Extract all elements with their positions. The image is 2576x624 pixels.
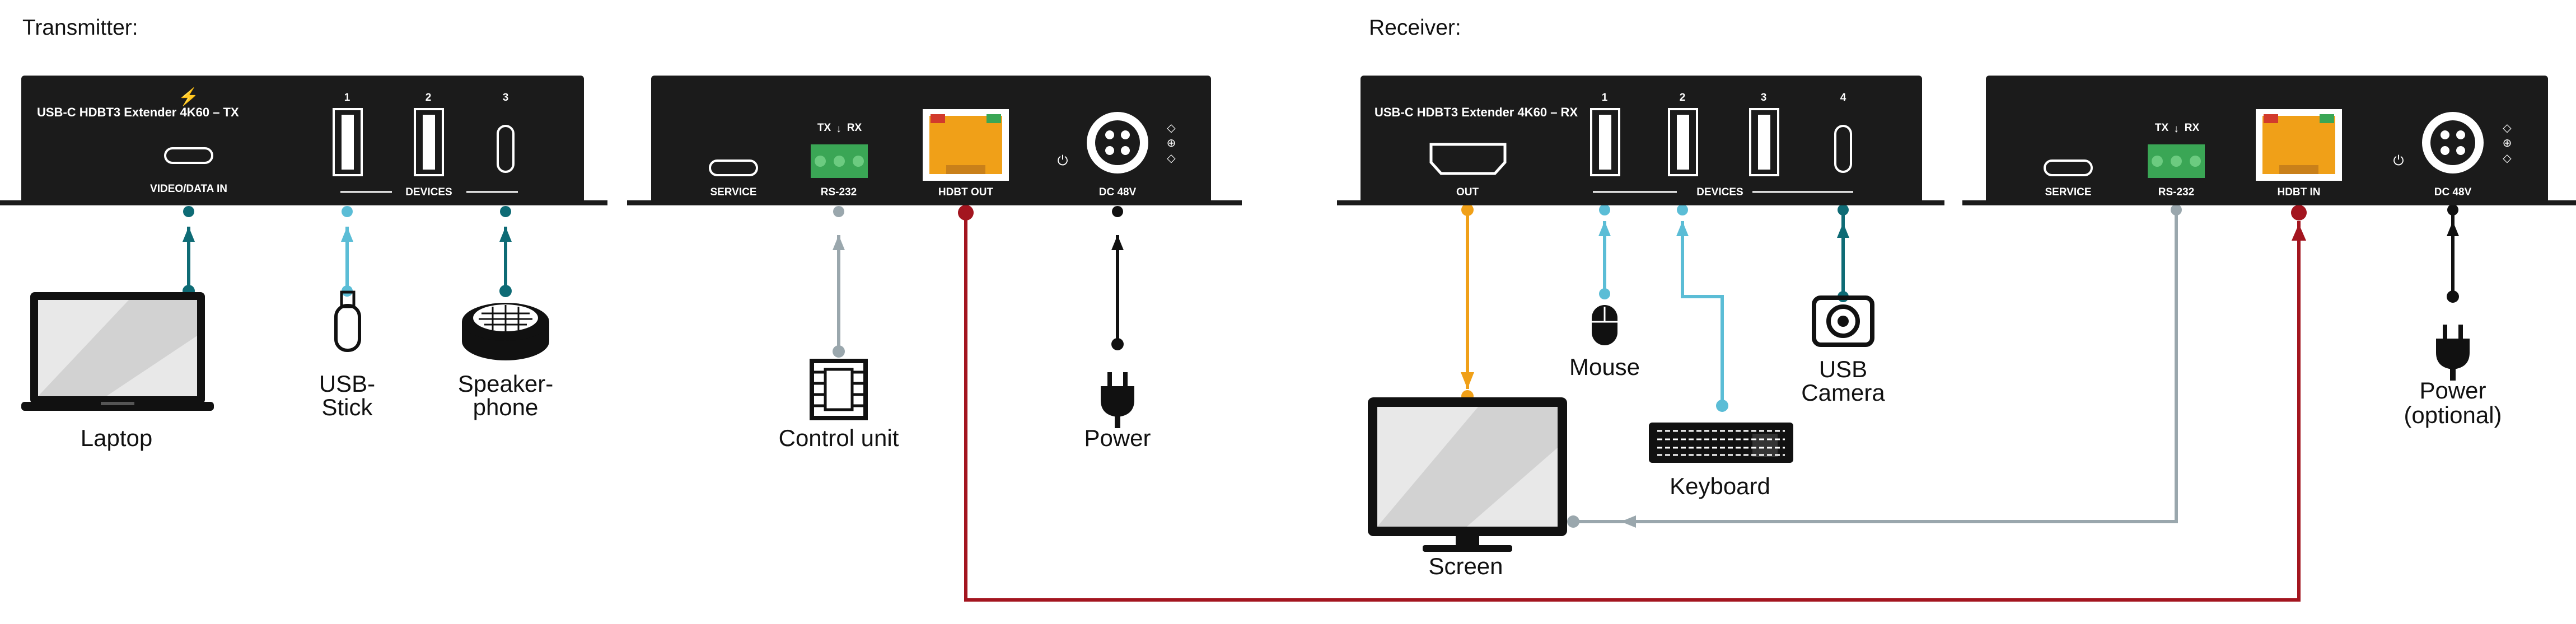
power-optional-label-line1: Power bbox=[2419, 377, 2486, 404]
hdbt-in-port: HDBT IN bbox=[2256, 109, 2342, 198]
usb-stick-label-line1: USB- bbox=[319, 370, 375, 397]
svg-text:4: 4 bbox=[1840, 92, 1846, 104]
svg-text:RS-232: RS-232 bbox=[821, 186, 857, 198]
rx-usb-a-port-1: 1 bbox=[1590, 92, 1620, 176]
svg-text:2: 2 bbox=[426, 92, 432, 104]
usb-c-video-port: ⚡ VIDEO/DATA IN bbox=[150, 87, 227, 195]
svg-text:⏻: ⏻ bbox=[1058, 153, 1068, 168]
mouse-icon bbox=[1592, 305, 1617, 345]
dc48v-port-rx: DC 48V ⏻ ◇ ⊕ ◇ bbox=[2393, 112, 2512, 198]
dc48v-port-tx: DC 48V ⏻ ◇ ⊕ ◇ bbox=[1058, 112, 1176, 198]
tx-device-title: USB-C HDBT3 Extender 4K60 – TX bbox=[37, 105, 239, 119]
mouse-label: Mouse bbox=[1569, 354, 1640, 380]
cable-hdbt-link bbox=[964, 215, 2301, 602]
keyboard-icon bbox=[1649, 423, 1793, 463]
svg-text:◇: ◇ bbox=[2503, 152, 2512, 165]
cable-keyboard bbox=[1681, 221, 1724, 406]
svg-text:3: 3 bbox=[1761, 92, 1767, 104]
svg-text:DC 48V: DC 48V bbox=[2434, 186, 2472, 198]
usb-stick-icon bbox=[334, 290, 361, 352]
power-optional-label-line2: (optional) bbox=[2404, 402, 2502, 428]
speakerphone-icon bbox=[462, 303, 549, 360]
service-port-tx: SERVICE bbox=[709, 159, 758, 198]
hdmi-out-port: OUT bbox=[1429, 143, 1507, 198]
svg-text:TX: TX bbox=[2155, 122, 2169, 134]
usb-stick-label-line2: Stick bbox=[321, 394, 373, 420]
svg-text:⊕: ⊕ bbox=[1167, 137, 1176, 149]
laptop-label: Laptop bbox=[81, 425, 152, 451]
svg-text:↓: ↓ bbox=[836, 123, 841, 135]
svg-text:VIDEO/DATA IN: VIDEO/DATA IN bbox=[150, 183, 227, 195]
rx-usb-a-port-3: 3 bbox=[1749, 92, 1779, 176]
control-unit-icon bbox=[810, 359, 868, 420]
rx-usb-a-port-2: 2 bbox=[1668, 92, 1698, 176]
rx-usb-c-port-4: 4 bbox=[1834, 92, 1852, 173]
tx-front-panel: USB-C HDBT3 Extender 4K60 – TX ⚡ VIDEO/D… bbox=[0, 76, 607, 205]
control-unit-label: Control unit bbox=[779, 425, 899, 451]
svg-text:1: 1 bbox=[344, 92, 350, 104]
svg-text:2: 2 bbox=[1680, 92, 1686, 104]
rx-front-panel: USB-C HDBT3 Extender 4K60 – RX OUT 1 2 3… bbox=[1337, 76, 1944, 205]
receiver-heading: Receiver: bbox=[1369, 16, 1461, 40]
transmitter-heading: Transmitter: bbox=[22, 16, 138, 40]
svg-text:⚡: ⚡ bbox=[178, 87, 199, 107]
speakerphone-label-line2: phone bbox=[473, 394, 539, 420]
svg-text:OUT: OUT bbox=[1456, 186, 1479, 198]
speakerphone-label-line1: Speaker- bbox=[458, 370, 553, 397]
screen-icon bbox=[1368, 397, 1567, 552]
rs232-terminal-rx: TX ↓ RX RS-232 bbox=[2148, 122, 2205, 198]
svg-text:SERVICE: SERVICE bbox=[2045, 186, 2091, 198]
svg-text:↓: ↓ bbox=[2173, 123, 2179, 135]
svg-text:1: 1 bbox=[1602, 92, 1608, 104]
svg-text:RX: RX bbox=[2185, 122, 2200, 134]
usb-camera-label-line1: USB bbox=[1819, 356, 1867, 382]
svg-text:RX: RX bbox=[847, 122, 862, 134]
rx-device-title: USB-C HDBT3 Extender 4K60 – RX bbox=[1375, 105, 1578, 119]
usb-a-port-1: 1 bbox=[333, 92, 363, 176]
svg-text:◇: ◇ bbox=[1167, 152, 1176, 165]
usb-c-port-3: 3 bbox=[497, 92, 515, 173]
rs232-terminal-tx: TX ↓ RX RS-232 bbox=[811, 122, 868, 198]
keyboard-label: Keyboard bbox=[1670, 473, 1770, 499]
power-label-tx: Power bbox=[1084, 425, 1151, 451]
tx-back-panel: SERVICE TX ↓ RX RS-232 HDBT OUT bbox=[627, 76, 1242, 205]
laptop-icon bbox=[21, 292, 214, 411]
svg-text:SERVICE: SERVICE bbox=[710, 186, 756, 198]
cable-rs232-screen bbox=[1573, 210, 2178, 523]
svg-text:3: 3 bbox=[503, 92, 509, 104]
svg-text:DC 48V: DC 48V bbox=[1099, 186, 1137, 198]
svg-text:◇: ◇ bbox=[2503, 122, 2512, 134]
hdbt-out-port: HDBT OUT bbox=[923, 109, 1009, 198]
cable-markers bbox=[183, 204, 2459, 528]
usb-camera-icon bbox=[1812, 295, 1874, 347]
svg-text:DEVICES: DEVICES bbox=[405, 186, 452, 198]
svg-text:RS-232: RS-232 bbox=[2158, 186, 2194, 198]
screen-label: Screen bbox=[1428, 553, 1503, 579]
svg-text:HDBT OUT: HDBT OUT bbox=[938, 186, 994, 198]
usb-a-port-2: 2 bbox=[414, 92, 444, 176]
power-plug-icon-tx bbox=[1101, 372, 1134, 428]
cables bbox=[187, 210, 2455, 602]
svg-text:⊕: ⊕ bbox=[2503, 137, 2512, 149]
rx-back-panel: SERVICE TX ↓ RX RS-232 HDBT IN bbox=[1962, 76, 2576, 205]
svg-text:TX: TX bbox=[817, 122, 831, 134]
usb-camera-label-line2: Camera bbox=[1801, 379, 1885, 406]
svg-text:DEVICES: DEVICES bbox=[1696, 186, 1743, 198]
service-port-rx: SERVICE bbox=[2044, 159, 2093, 198]
svg-text:HDBT IN: HDBT IN bbox=[2277, 186, 2320, 198]
svg-text:⏻: ⏻ bbox=[2393, 153, 2404, 168]
power-plug-icon-rx bbox=[2436, 325, 2470, 381]
svg-text:◇: ◇ bbox=[1167, 122, 1176, 134]
